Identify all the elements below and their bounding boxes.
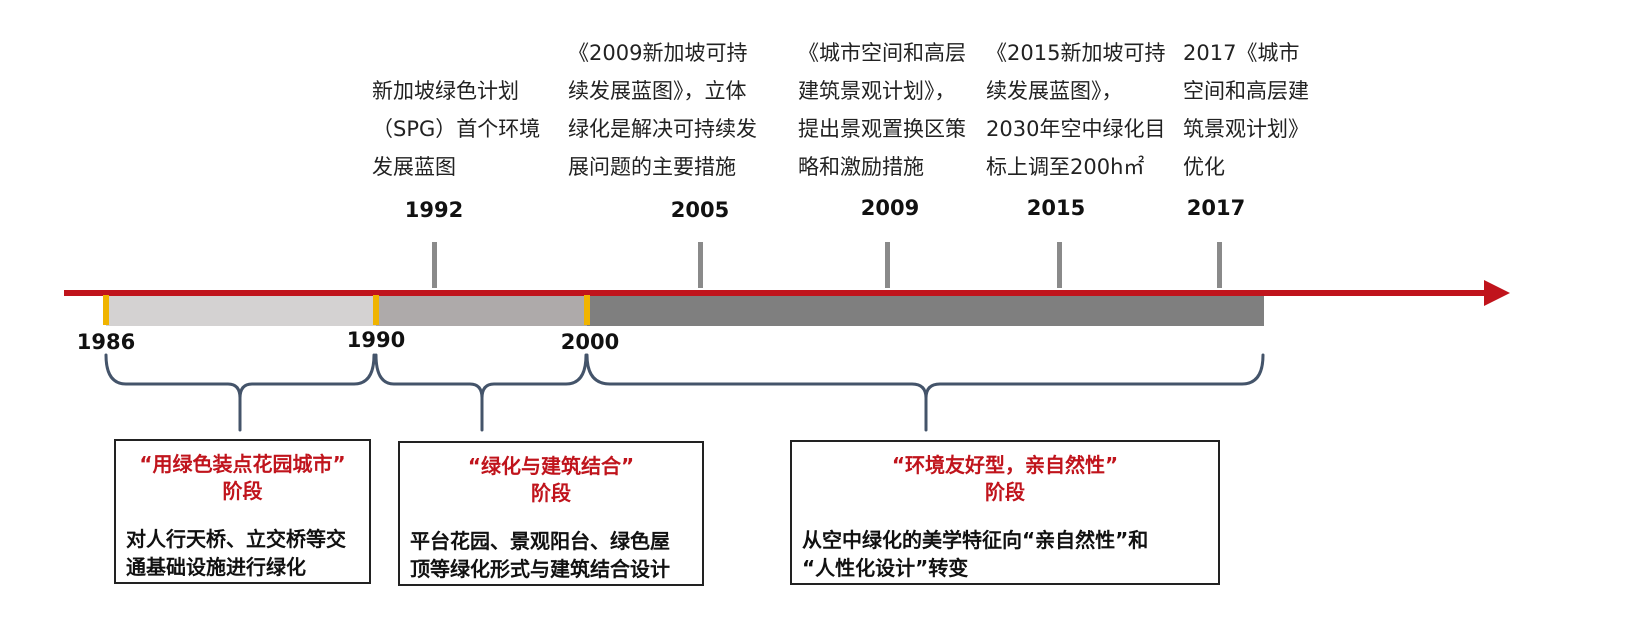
stage-box-1: “用绿色装点花园城市” 阶段 对人行天桥、立交桥等交 通基础设施进行绿化 bbox=[114, 439, 371, 584]
stage-box-2: “绿化与建筑结合” 阶段 平台花园、景观阳台、绿色屋 顶等绿化形式与建筑结合设计 bbox=[398, 441, 704, 586]
event-2005-text: 《2009新加坡可持 续发展蓝图》，立体 绿化是解决可持续发 展问题的主要措施 bbox=[568, 41, 757, 179]
tick-2015 bbox=[1057, 242, 1062, 288]
stage-1-title: “用绿色装点花园城市” bbox=[139, 452, 346, 476]
event-1992-text: 新加坡绿色计划 （SPG）首个环境 发展蓝图 bbox=[372, 79, 541, 179]
stage-1-desc: 对人行天桥、立交桥等交 通基础设施进行绿化 bbox=[126, 527, 346, 579]
event-2015-text: 《2015新加坡可持 续发展蓝图》， 2030年空中绿化目 标上调至200h㎡ bbox=[986, 41, 1166, 179]
marker-2000 bbox=[584, 295, 590, 325]
stage-2-desc: 平台花园、景观阳台、绿色屋 顶等绿化形式与建筑结合设计 bbox=[410, 529, 670, 581]
brace-stage-2 bbox=[374, 353, 588, 432]
brace-stage-3 bbox=[585, 353, 1265, 432]
tick-2005 bbox=[698, 242, 703, 288]
marker-1990 bbox=[373, 295, 379, 325]
year-label-2009: 2009 bbox=[860, 196, 920, 220]
timeline-band-1990-2000 bbox=[376, 296, 587, 326]
stage-2-title-suffix: 阶段 bbox=[531, 481, 571, 505]
tick-1992 bbox=[432, 242, 437, 288]
stage-3-title: “环境友好型，亲自然性” bbox=[891, 453, 1119, 477]
timeline-band-1986-1990 bbox=[106, 296, 376, 326]
brace-stage-1 bbox=[104, 353, 376, 432]
stage-box-3: “环境友好型，亲自然性” 阶段 从空中绿化的美学特征向“亲自然性”和 “人性化设… bbox=[790, 440, 1220, 585]
year-label-2000: 2000 bbox=[560, 330, 620, 354]
stage-3-desc: 从空中绿化的美学特征向“亲自然性”和 “人性化设计”转变 bbox=[802, 528, 1149, 580]
marker-1986 bbox=[103, 295, 109, 325]
tick-2009 bbox=[885, 242, 890, 288]
stage-2-title: “绿化与建筑结合” bbox=[467, 454, 635, 478]
event-2017-text: 2017《城市 空间和高层建 筑景观计划》 优化 bbox=[1183, 41, 1309, 179]
stage-3-title-suffix: 阶段 bbox=[985, 480, 1025, 504]
year-label-1986: 1986 bbox=[76, 330, 136, 354]
year-label-1992: 1992 bbox=[404, 198, 464, 222]
year-label-2005: 2005 bbox=[670, 198, 730, 222]
timeline-band-2000-plus bbox=[587, 296, 1264, 326]
stage-1-title-suffix: 阶段 bbox=[222, 479, 263, 503]
tick-2017 bbox=[1217, 242, 1222, 288]
year-label-1990: 1990 bbox=[346, 328, 406, 352]
event-2009-text: 《城市空间和高层 建筑景观计划》， 提出景观置换区策 略和激励措施 bbox=[798, 41, 966, 179]
year-label-2015: 2015 bbox=[1026, 196, 1086, 220]
year-label-2017: 2017 bbox=[1186, 196, 1246, 220]
